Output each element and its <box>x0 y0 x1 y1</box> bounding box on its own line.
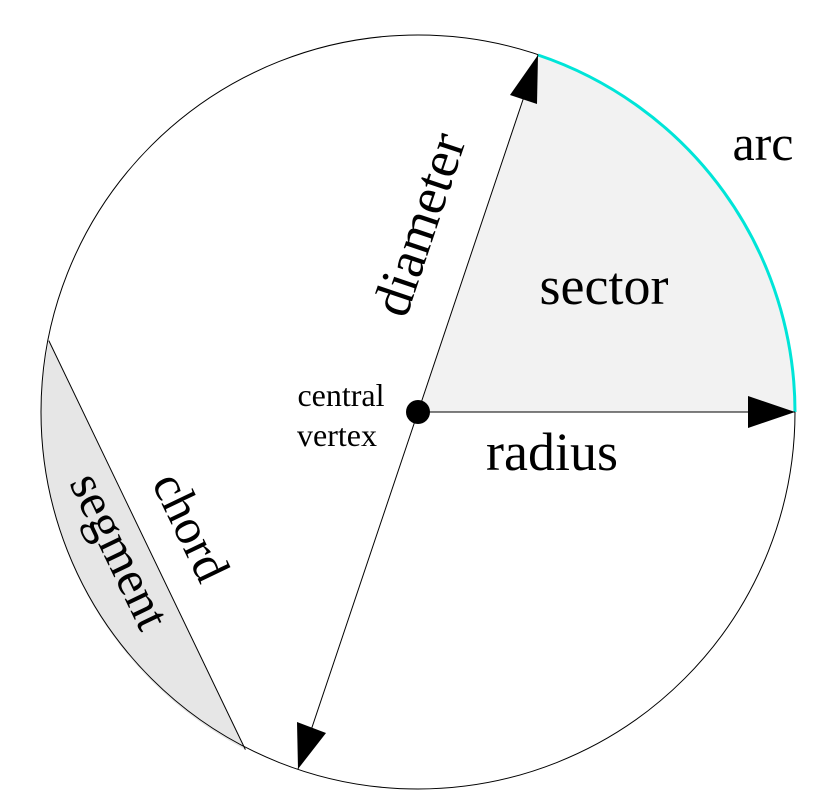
diameter-top-arrowhead <box>510 55 538 104</box>
chord-line <box>48 340 246 750</box>
sector-region <box>418 55 795 412</box>
central-vertex-label-line2: vertex <box>297 417 377 453</box>
arc-highlight <box>537 53 797 413</box>
diameter-bottom-arrowhead <box>297 722 326 769</box>
radius-arrowhead <box>748 396 795 428</box>
central-vertex-label-line1: central <box>297 377 384 413</box>
segment-region <box>41 340 246 750</box>
central-vertex-dot <box>406 400 430 424</box>
arc-label: arc <box>732 115 793 171</box>
radius-label: radius <box>486 422 618 482</box>
sector-label: sector <box>540 256 669 316</box>
